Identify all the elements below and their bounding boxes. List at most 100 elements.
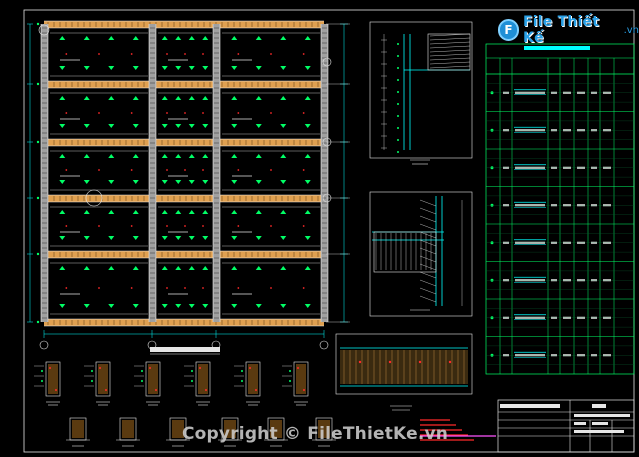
note-dot (388, 360, 392, 364)
grid-bubble-icon (322, 193, 332, 203)
detail-3-frame (335, 333, 473, 395)
rebar-callout-icon (188, 124, 195, 128)
note-dot (270, 169, 272, 171)
rebar-callout-icon (132, 236, 139, 240)
level-marker-icon (36, 82, 40, 86)
section-fill (98, 364, 108, 394)
rebar-callout-icon (280, 304, 287, 308)
note-dot (270, 225, 272, 227)
rebar-callout-icon (161, 66, 168, 70)
detail-2-stair (419, 223, 437, 231)
rebar-callout-icon (188, 96, 195, 100)
section-rebar-dot (255, 389, 257, 391)
rebar-callout-icon (132, 154, 139, 158)
rebar-dot (141, 380, 143, 382)
note-dot (270, 287, 272, 289)
note-dot (98, 53, 100, 55)
rebar-callout-icon (280, 66, 287, 70)
rebar-callout-icon (175, 154, 182, 158)
rebar-callout-icon (175, 210, 182, 214)
rebar-callout-icon (188, 266, 195, 270)
rebar-callout-icon (59, 124, 66, 128)
rebar-callout-icon (108, 66, 115, 70)
detail-mark-fill (318, 420, 330, 438)
rebar-dot (397, 139, 399, 141)
note-dot (302, 287, 305, 289)
rebar-callout-icon (255, 124, 262, 128)
note-dot (65, 169, 68, 171)
rebar-callout-icon (304, 266, 311, 270)
rebar-callout-icon (255, 236, 262, 240)
rebar-callout-icon (202, 154, 209, 158)
section-outline (195, 361, 211, 397)
rebar-callout-icon (83, 96, 90, 100)
section-rebar-dot (303, 389, 305, 391)
detail-1-hatch (429, 37, 471, 41)
section-rebar-dot (99, 367, 101, 369)
rebar-callout-icon (188, 154, 195, 158)
note-dot (98, 287, 100, 289)
note-dot (98, 225, 100, 227)
rebar-callout-icon (231, 66, 238, 70)
note-dot (184, 287, 186, 289)
detail-mark-fill (224, 420, 236, 438)
rebar-dot (41, 370, 43, 372)
rebar-callout-icon (108, 304, 115, 308)
rebar-callout-icon (83, 36, 90, 40)
rebar-callout-icon (202, 124, 209, 128)
detail-2-stair (419, 295, 437, 303)
note-dot (237, 287, 240, 289)
rebar-callout-icon (304, 36, 311, 40)
title-block-text (592, 422, 608, 425)
detail-2-stair (419, 255, 437, 263)
rebar-callout-icon (108, 180, 115, 184)
note-dot (65, 287, 68, 289)
rebar-dot (397, 103, 399, 105)
section-rebar-dot (155, 389, 157, 391)
note-dot (270, 53, 272, 55)
watermark-logo: F File Thiết Kế .vn (498, 14, 639, 46)
rebar-callout-icon (231, 96, 238, 100)
rebar-callout-icon (255, 66, 262, 70)
detail-mark-fill (270, 420, 282, 438)
rebar-callout-icon (108, 210, 115, 214)
note-dot (166, 225, 168, 227)
rebar-callout-icon (188, 236, 195, 240)
rebar-callout-icon (175, 304, 182, 308)
rebar-callout-icon (188, 304, 195, 308)
rebar-dot (91, 380, 93, 382)
note-dot (418, 360, 422, 364)
rebar-callout-icon (175, 66, 182, 70)
logo-text: File Thiết Kế (523, 14, 600, 46)
rebar-callout-icon (132, 124, 139, 128)
rebar-callout-icon (280, 96, 287, 100)
rebar-dot (397, 91, 399, 93)
rebar-callout-icon (83, 304, 90, 308)
detail-mark-fill (172, 420, 184, 438)
note-dot (65, 53, 68, 55)
section-outline (45, 361, 61, 397)
rebar-callout-icon (132, 266, 139, 270)
rebar-callout-icon (161, 180, 168, 184)
detail-1-hatch (429, 65, 471, 69)
frame-title-bar (150, 347, 220, 352)
note-dot (448, 360, 452, 364)
note-dot (98, 112, 100, 114)
rebar-callout-icon (108, 96, 115, 100)
detail-2-stair (419, 271, 437, 279)
rebar-callout-icon (132, 36, 139, 40)
rebar-callout-icon (304, 210, 311, 214)
rebar-callout-icon (280, 266, 287, 270)
detail-2-stair (419, 287, 437, 295)
rebar-callout-icon (202, 66, 209, 70)
section-rebar-dot (55, 389, 57, 391)
note-dot (237, 112, 240, 114)
rebar-callout-icon (304, 96, 311, 100)
section-rebar-dot (249, 367, 251, 369)
rebar-callout-icon (83, 66, 90, 70)
section-rebar-dot (199, 367, 201, 369)
rebar-callout-icon (108, 266, 115, 270)
rebar-callout-icon (202, 236, 209, 240)
